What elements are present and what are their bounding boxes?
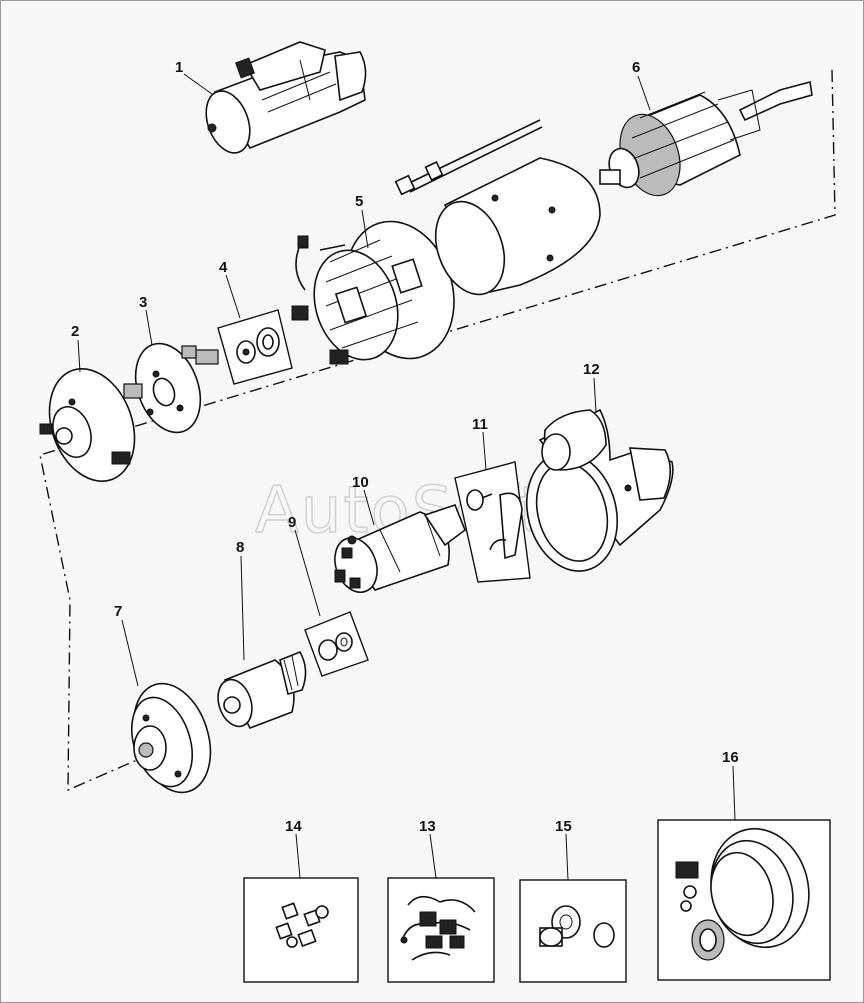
part-14-bushing-kit[interactable] (243, 877, 359, 983)
callout-14: 14 (285, 818, 302, 835)
part-5-through-bolt (394, 119, 543, 196)
callout-4: 4 (219, 259, 228, 276)
part-13-wiring-kit[interactable] (387, 877, 495, 983)
part-10-solenoid[interactable] (328, 504, 466, 598)
callout-labels: 1 2 3 4 5 6 7 8 9 10 11 12 13 14 15 16 (71, 59, 739, 835)
callout-7: 7 (114, 603, 122, 620)
part-8-pinion-drive[interactable] (212, 650, 307, 731)
leader-lines (77, 73, 736, 881)
callout-15: 15 (555, 818, 572, 835)
part-4-washer-kit[interactable] (217, 309, 293, 385)
part-15-bearing-kit[interactable] (519, 879, 627, 983)
part-5-yoke-housing (434, 157, 601, 296)
callout-1: 1 (175, 59, 183, 76)
part-12-drive-housing[interactable] (514, 408, 674, 581)
part-9-washer-set[interactable] (304, 611, 369, 677)
part-16-seal-kit[interactable] (657, 818, 831, 981)
callout-2: 2 (71, 323, 79, 340)
callout-3: 3 (139, 294, 147, 311)
part-5-field-coil[interactable] (291, 207, 471, 372)
callout-10: 10 (352, 474, 369, 491)
part-7-drive-end-bracket[interactable] (120, 674, 223, 803)
callout-8: 8 (236, 539, 244, 556)
part-6-armature[interactable] (599, 80, 813, 204)
part-2-end-cover[interactable] (35, 357, 150, 493)
callout-6: 6 (632, 59, 640, 76)
callout-13: 13 (419, 818, 436, 835)
callout-16: 16 (722, 749, 739, 766)
part-1-starter-assembly[interactable] (198, 41, 367, 159)
part-3-brush-plate[interactable] (123, 335, 219, 442)
callout-9: 9 (288, 514, 296, 531)
assembly-dash-outline (39, 69, 836, 792)
part-11-shift-lever[interactable] (454, 461, 531, 583)
callout-5: 5 (355, 193, 363, 210)
callout-12: 12 (583, 361, 600, 378)
callout-11: 11 (472, 416, 488, 433)
